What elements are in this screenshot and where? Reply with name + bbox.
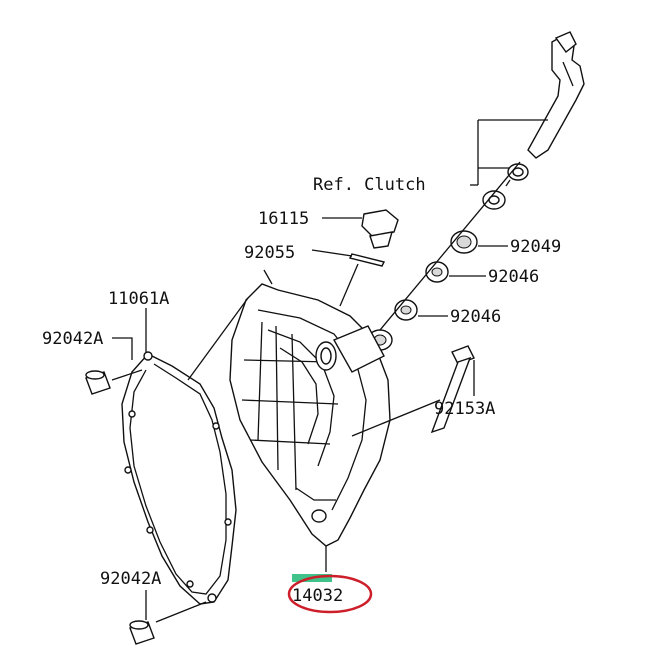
- dowel-92042A-bottom: [129, 590, 207, 645]
- label-92046-top: 92046: [488, 267, 539, 287]
- washer: [482, 190, 506, 210]
- ref-clutch-bracket: [470, 119, 548, 186]
- label-16115: 16115: [258, 209, 309, 229]
- clutch-cover-14032: [229, 283, 393, 572]
- bolt-92153A: [351, 345, 475, 437]
- clutch-lever: [527, 31, 585, 159]
- highlight-ring: [287, 574, 373, 614]
- gasket-11061A: [121, 297, 249, 605]
- plug-16115: [322, 209, 399, 249]
- label-92042A-top: 92042A: [42, 329, 103, 349]
- oring-92055: [311, 249, 386, 267]
- label-92046-bottom: 92046: [450, 307, 501, 327]
- bearing-92046-top: [425, 261, 486, 283]
- label-92049: 92049: [510, 237, 561, 257]
- label-14032: 14032: [292, 586, 343, 606]
- label-92042A-bottom: 92042A: [100, 569, 161, 589]
- leader-92055-b: [339, 263, 359, 307]
- label-11061A: 11061A: [108, 289, 169, 309]
- label-92055: 92055: [244, 243, 295, 263]
- spring: [505, 163, 529, 187]
- label-92153A: 92153A: [434, 399, 495, 419]
- dowel-92042A-top: [85, 337, 143, 395]
- highlight-14032: [287, 574, 373, 614]
- oil-seal-92049: [450, 230, 508, 254]
- axis-shaft: [379, 161, 521, 331]
- leader-92055-a: [263, 269, 273, 285]
- label-ref-clutch: Ref. Clutch: [313, 175, 426, 195]
